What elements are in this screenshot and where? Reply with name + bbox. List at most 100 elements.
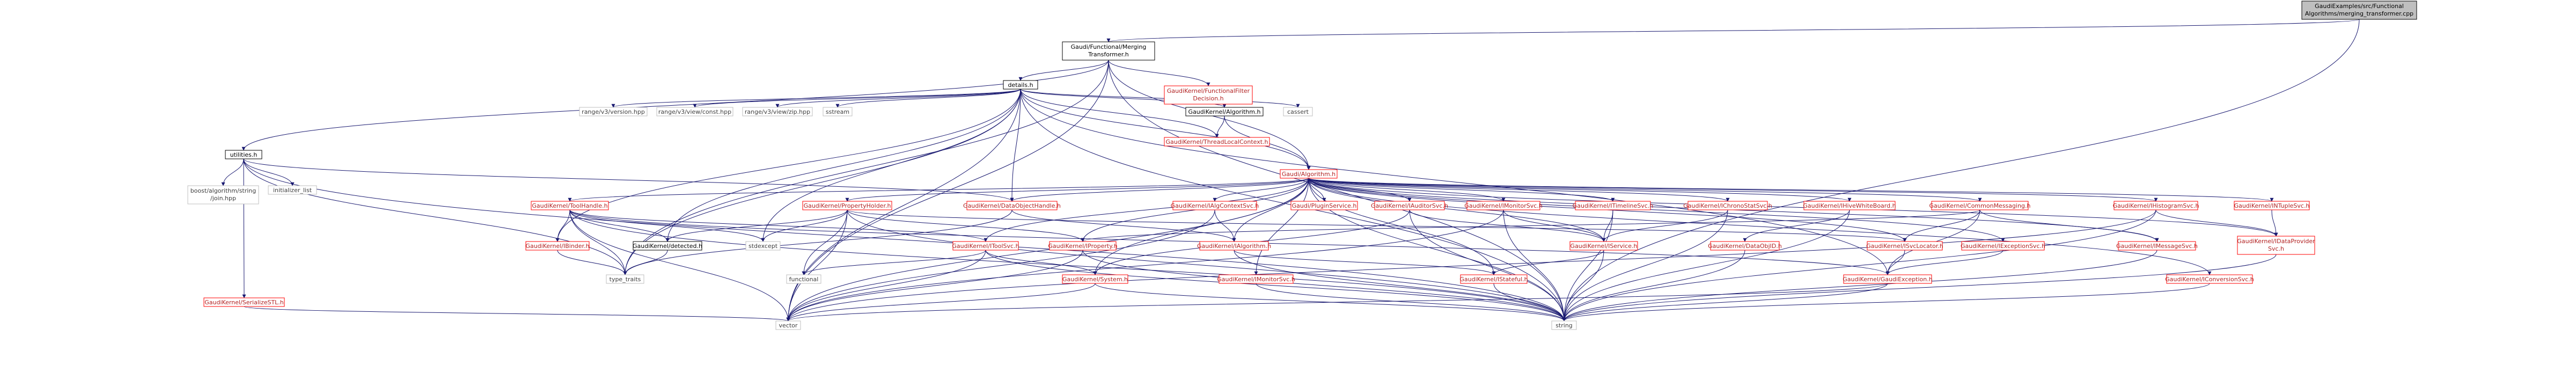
node-label: GaudiKernel/IMonitorSvc.h bbox=[1464, 202, 1543, 209]
node-label: stdexcept bbox=[748, 243, 778, 250]
node-isystem[interactable]: GaudiKernel/System.h bbox=[1062, 274, 1128, 284]
node-ialgorithm[interactable]: GaudiKernel/IAlgorithm.h bbox=[1197, 241, 1271, 251]
node-ialgcontextsvc[interactable]: GaudiKernel/IAlgContextSvc.h bbox=[1171, 201, 1259, 210]
node-algorithm-h[interactable]: GaudiKernel/Algorithm.h bbox=[1185, 107, 1264, 116]
edge-merging-to-details bbox=[1018, 60, 1109, 81]
node-label: GaudiKernel/IMonitorSvc.h bbox=[1217, 276, 1295, 283]
node-label: GaudiKernel/IStateful.h bbox=[1459, 276, 1528, 283]
node-string: string bbox=[1551, 320, 1577, 330]
node-label: GaudiKernel/IConversionSvc.h bbox=[2165, 276, 2254, 283]
node-details[interactable]: details.h bbox=[1003, 80, 1038, 90]
node-ihivewhiteboard[interactable]: GaudiKernel/IHiveWhiteBoard.h bbox=[1803, 201, 1896, 210]
node-label: range/v3/version.hpp bbox=[582, 108, 645, 115]
node-root[interactable]: GaudiExamples/src/FunctionalAlgorithms/m… bbox=[2301, 1, 2417, 20]
edge-gaudi-algorithm-to-ialgorithm bbox=[1232, 178, 1309, 242]
node-label: Decision.h bbox=[1193, 95, 1223, 102]
edge-merging-to-string bbox=[1108, 60, 1566, 321]
node-label: GaudiKernel/ThreadLocalContext.h bbox=[1165, 138, 1268, 145]
node-init-list: initializer_list bbox=[268, 185, 317, 195]
edge-gaudi-algorithm-to-istateful bbox=[1308, 178, 1496, 275]
node-cassert: cassert bbox=[1283, 107, 1313, 116]
edge-root-to-string bbox=[1562, 19, 2360, 321]
node-commonmessaging[interactable]: GaudiKernel/CommonMessaging.h bbox=[1929, 201, 2031, 210]
edge-iauditorsvc-to-iservice bbox=[1409, 209, 1606, 242]
edge-commonmessaging-to-isvclocator bbox=[1903, 209, 1980, 242]
node-box bbox=[1687, 201, 1768, 210]
node-label: boost/algorithm/string bbox=[190, 187, 256, 194]
node-imonitorsvc[interactable]: GaudiKernel/IMonitorSvc.h bbox=[1217, 274, 1295, 284]
node-gaudiexception[interactable]: GaudiKernel/GaudiException.h bbox=[1843, 274, 1933, 284]
edge-propertyholder-to-detected bbox=[665, 209, 848, 242]
node-rv3zip: range/v3/view/zip.hpp bbox=[742, 107, 813, 116]
node-itimelinesvc[interactable]: GaudiKernel/ITimelineSvc.h bbox=[1573, 201, 1654, 210]
node-box bbox=[2166, 274, 2253, 284]
node-box bbox=[531, 201, 609, 210]
edge-utilities-to-boost-string bbox=[221, 158, 244, 186]
node-label: Svc.h bbox=[2268, 245, 2284, 252]
edge-ihivewhiteboard-to-dataobjid bbox=[1743, 209, 1850, 242]
edge-ichronostat-to-string bbox=[1562, 209, 1728, 321]
node-serializestl[interactable]: GaudiKernel/SerializeSTL.h bbox=[203, 297, 285, 307]
node-label: GaudiExamples/src/Functional bbox=[2315, 3, 2404, 10]
edge-iconversionsvc-to-string bbox=[1562, 283, 2210, 321]
node-box bbox=[802, 201, 892, 210]
node-gaudi-algorithm[interactable]: Gaudi/Algorithm.h bbox=[1280, 169, 1338, 179]
edge-ichronostat-to-iservice bbox=[1602, 209, 1728, 242]
edge-details-to-gaudiexception bbox=[1020, 89, 1890, 275]
node-label: type_traits bbox=[610, 276, 641, 283]
node-imessagesvc[interactable]: GaudiKernel/IMessageSvc.h bbox=[2116, 241, 2198, 251]
node-box bbox=[823, 107, 853, 116]
node-iproperty[interactable]: GaudiKernel/IProperty.h bbox=[1048, 241, 1118, 251]
edge-propertyholder-to-iproperty bbox=[847, 209, 1085, 242]
edge-toolhandle-to-ibinder bbox=[555, 209, 570, 242]
node-detected[interactable]: GaudiKernel/detected.h bbox=[633, 241, 702, 251]
node-box bbox=[952, 241, 1019, 251]
edge-dataobjid-to-string bbox=[1562, 250, 1745, 321]
edge-gaudi-algorithm-to-toolhandle bbox=[568, 178, 1309, 202]
node-dataobjid[interactable]: GaudiKernel/DataObjID.h bbox=[1708, 241, 1782, 251]
node-istateful[interactable]: GaudiKernel/IStateful.h bbox=[1459, 274, 1528, 284]
edge-iexceptionsvc-to-gaudiexception bbox=[1885, 250, 2003, 275]
node-box bbox=[1164, 85, 1253, 105]
node-stdexcept: stdexcept bbox=[745, 241, 781, 251]
node-toolhandle[interactable]: GaudiKernel/ToolHandle.h bbox=[531, 201, 609, 210]
node-iaidamonitor[interactable]: GaudiKernel/IMonitorSvc.h bbox=[1464, 201, 1543, 210]
node-iauditorsvc[interactable]: GaudiKernel/IAuditorSvc.h bbox=[1371, 201, 1448, 210]
edge-itoolsvc-to-functional bbox=[802, 250, 986, 275]
node-iconversionsvc[interactable]: GaudiKernel/IConversionSvc.h bbox=[2165, 274, 2254, 284]
edge-gaudi-algorithm-to-isystem bbox=[1093, 178, 1309, 275]
node-box bbox=[2237, 236, 2315, 255]
edge-dataobjhandle-to-ialgorithm bbox=[1011, 209, 1236, 242]
node-threadlocal[interactable]: GaudiKernel/ThreadLocalContext.h bbox=[1164, 137, 1270, 147]
node-dataobjhandle[interactable]: GaudiKernel/DataObjectHandle.h bbox=[963, 201, 1061, 210]
edge-iaidamonitor-to-string bbox=[1503, 209, 1566, 321]
node-propertyholder[interactable]: GaudiKernel/PropertyHolder.h bbox=[802, 201, 892, 210]
edge-ialgcontextsvc-to-vector bbox=[786, 209, 1215, 321]
node-label: GaudiKernel/IAuditorSvc.h bbox=[1371, 202, 1448, 209]
node-iexceptionsvc[interactable]: GaudiKernel/IExceptionSvc.h bbox=[1961, 241, 2045, 251]
node-itoolsvc[interactable]: GaudiKernel/IToolSvc.h bbox=[952, 241, 1019, 251]
node-ibinder[interactable]: GaudiKernel/IBinder.h bbox=[525, 241, 590, 251]
node-label: GaudiKernel/DataObjectHandle.h bbox=[963, 202, 1061, 209]
edge-merging-to-utilities bbox=[241, 60, 1109, 151]
node-iservice[interactable]: GaudiKernel/IService.h bbox=[1569, 241, 1638, 251]
edge-details-to-type-traits bbox=[623, 89, 1021, 275]
edge-ihistogramsvc-to-vector bbox=[786, 209, 2156, 321]
edge-gaudi-algorithm-to-idataprovider bbox=[1308, 178, 2278, 237]
node-intuplesvc[interactable]: GaudiKernel/INTupleSvc.h bbox=[2234, 201, 2310, 210]
edge-algorithm-h-to-threadlocal bbox=[1215, 115, 1225, 138]
node-label: details.h bbox=[1008, 82, 1033, 89]
node-isvclocator[interactable]: GaudiKernel/ISvcLocator.h bbox=[1866, 241, 1943, 251]
edge-ihivewhiteboard-to-string bbox=[1562, 209, 1850, 321]
node-utilities[interactable]: utilities.h bbox=[225, 150, 262, 159]
node-ihistogramsvc[interactable]: GaudiKernel/IHistogramSvc.h bbox=[2113, 201, 2199, 210]
edge-iaidamonitor-to-iservice bbox=[1503, 209, 1606, 242]
node-ichronostat[interactable]: GaudiKernel/IChronoStatSvc.h bbox=[1683, 201, 1772, 210]
node-ipluginservice[interactable]: Gaudi/PluginService.h bbox=[1290, 201, 1358, 210]
node-label: range/v3/view/const.hpp bbox=[658, 108, 731, 115]
node-box bbox=[225, 150, 262, 159]
edge-propertyholder-to-string bbox=[847, 209, 1566, 321]
